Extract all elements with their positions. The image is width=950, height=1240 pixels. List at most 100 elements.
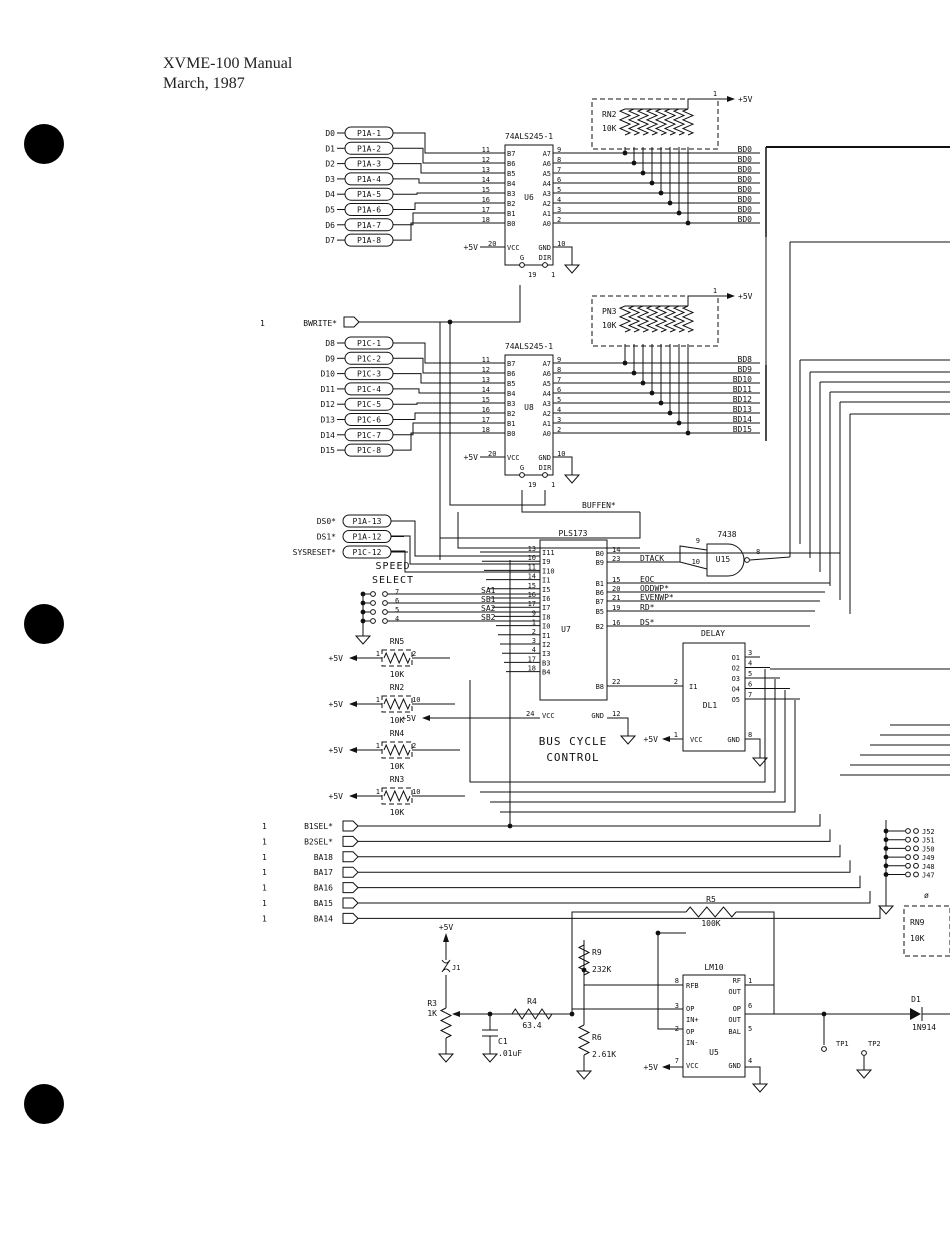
jumper-pin xyxy=(905,828,911,834)
pin-name: G xyxy=(520,464,524,472)
wire xyxy=(358,906,881,919)
wire xyxy=(645,108,659,136)
wire xyxy=(391,535,540,565)
pin-number: 1 xyxy=(376,696,380,704)
pin-number: 7 xyxy=(557,376,561,384)
wire xyxy=(393,402,505,405)
pin-number: 4 xyxy=(748,1057,752,1065)
bus-label: BD12 xyxy=(733,395,752,404)
jumper-pin xyxy=(913,828,919,834)
wire xyxy=(358,829,831,842)
data-line-label: D12 xyxy=(321,400,336,409)
pin-number: 12 xyxy=(482,366,490,374)
manual-title: XVME-100 Manual xyxy=(163,55,293,72)
wire xyxy=(358,814,821,827)
pin-number: 5 xyxy=(748,1025,752,1033)
resistor-label: R4 xyxy=(527,997,537,1006)
ic-caption: BUS CYCLE xyxy=(539,735,608,748)
pin-number: 14 xyxy=(482,386,490,394)
pin-number: 24 xyxy=(526,710,534,718)
pin-name: I5 xyxy=(542,586,550,594)
signal-label: B1SEL* xyxy=(304,822,333,831)
ground-icon xyxy=(354,635,372,645)
connector-pin-label: P1A-3 xyxy=(357,160,381,169)
pin-number: 8 xyxy=(748,731,752,739)
pin-number: 9 xyxy=(557,356,561,364)
connector-pin-label: P1C-1 xyxy=(357,339,381,348)
arrow-up-icon xyxy=(443,933,449,942)
pin-name: A5 xyxy=(543,170,551,178)
arrow-left-icon xyxy=(662,1064,670,1070)
pin-number: 21 xyxy=(612,594,620,602)
pin-name: I2 xyxy=(542,641,550,649)
pin-number: 23 xyxy=(612,555,620,563)
jumper-pin xyxy=(744,557,750,563)
pin-name: O4 xyxy=(732,686,740,694)
arrow-left-icon xyxy=(349,747,357,753)
ground-icon xyxy=(575,1070,593,1080)
pin-name: A2 xyxy=(543,410,551,418)
bus-label: BD10 xyxy=(733,375,752,384)
arrow-left-icon xyxy=(349,655,357,661)
switch-label: SA2 xyxy=(481,604,496,613)
data-line-label: D7 xyxy=(325,236,335,245)
resistor-value: 1K xyxy=(427,1009,437,1018)
pin-number: 18 xyxy=(482,426,490,434)
jumper-label: J1 xyxy=(452,964,460,972)
signal-label: BA16 xyxy=(314,884,333,893)
pin-name: B2 xyxy=(507,410,515,418)
data-line-label: D14 xyxy=(321,431,336,440)
ic-lm10 xyxy=(682,974,746,1078)
wire xyxy=(469,669,766,783)
jumper-pin xyxy=(905,854,911,860)
jumper-pin xyxy=(382,591,388,597)
ic-reference: U5 xyxy=(709,1048,719,1057)
offpage-connector xyxy=(342,851,359,863)
pin-number: 17 xyxy=(528,655,536,663)
pin-number: 18 xyxy=(482,216,490,224)
pin-number: 1 xyxy=(551,481,555,489)
wire xyxy=(679,545,708,562)
pin-number: 7 xyxy=(748,691,752,699)
pin-number: 6 xyxy=(557,386,561,394)
wire xyxy=(393,212,505,226)
pin-name: B2 xyxy=(596,623,604,631)
jumper-label: J52 xyxy=(922,828,935,836)
vcc-label: +5V xyxy=(738,95,753,104)
wire xyxy=(393,178,505,184)
pin-number: 15 xyxy=(482,186,490,194)
jumper-label: ø xyxy=(924,891,929,900)
jumper-pin xyxy=(370,618,376,624)
wire xyxy=(391,520,540,557)
wire xyxy=(657,933,683,1030)
jumper-pin xyxy=(370,591,376,597)
wire xyxy=(681,305,695,333)
wire xyxy=(393,388,505,394)
pin-number: 6 xyxy=(748,681,752,689)
wire xyxy=(393,163,505,174)
pin-number: 16 xyxy=(482,406,490,414)
pin-number: 5 xyxy=(557,396,561,404)
ground-icon xyxy=(481,1053,499,1063)
signal-label: BA18 xyxy=(314,853,333,862)
pin-number: 4 xyxy=(557,196,561,204)
pin-name: B5 xyxy=(507,380,515,388)
ground-icon xyxy=(855,1069,873,1079)
bus-label: BD0 xyxy=(738,165,753,174)
pin-name: A6 xyxy=(543,370,551,378)
pin-name: B4 xyxy=(507,390,515,398)
wire xyxy=(553,456,573,469)
signal-label: EOC xyxy=(640,575,655,584)
data-line-label: D11 xyxy=(321,385,336,394)
pin-number: 20 xyxy=(612,585,620,593)
data-line-label: D15 xyxy=(321,446,336,455)
pin-name: B0 xyxy=(507,220,515,228)
data-line-label: D2 xyxy=(325,160,335,169)
jumper-pin xyxy=(370,609,376,615)
rn-reference: RN2 xyxy=(390,683,405,692)
connector-pin-label: P1A-2 xyxy=(357,144,381,153)
wire xyxy=(449,322,546,506)
bus-label: BD8 xyxy=(738,355,753,364)
signal-label: BA14 xyxy=(314,914,333,923)
